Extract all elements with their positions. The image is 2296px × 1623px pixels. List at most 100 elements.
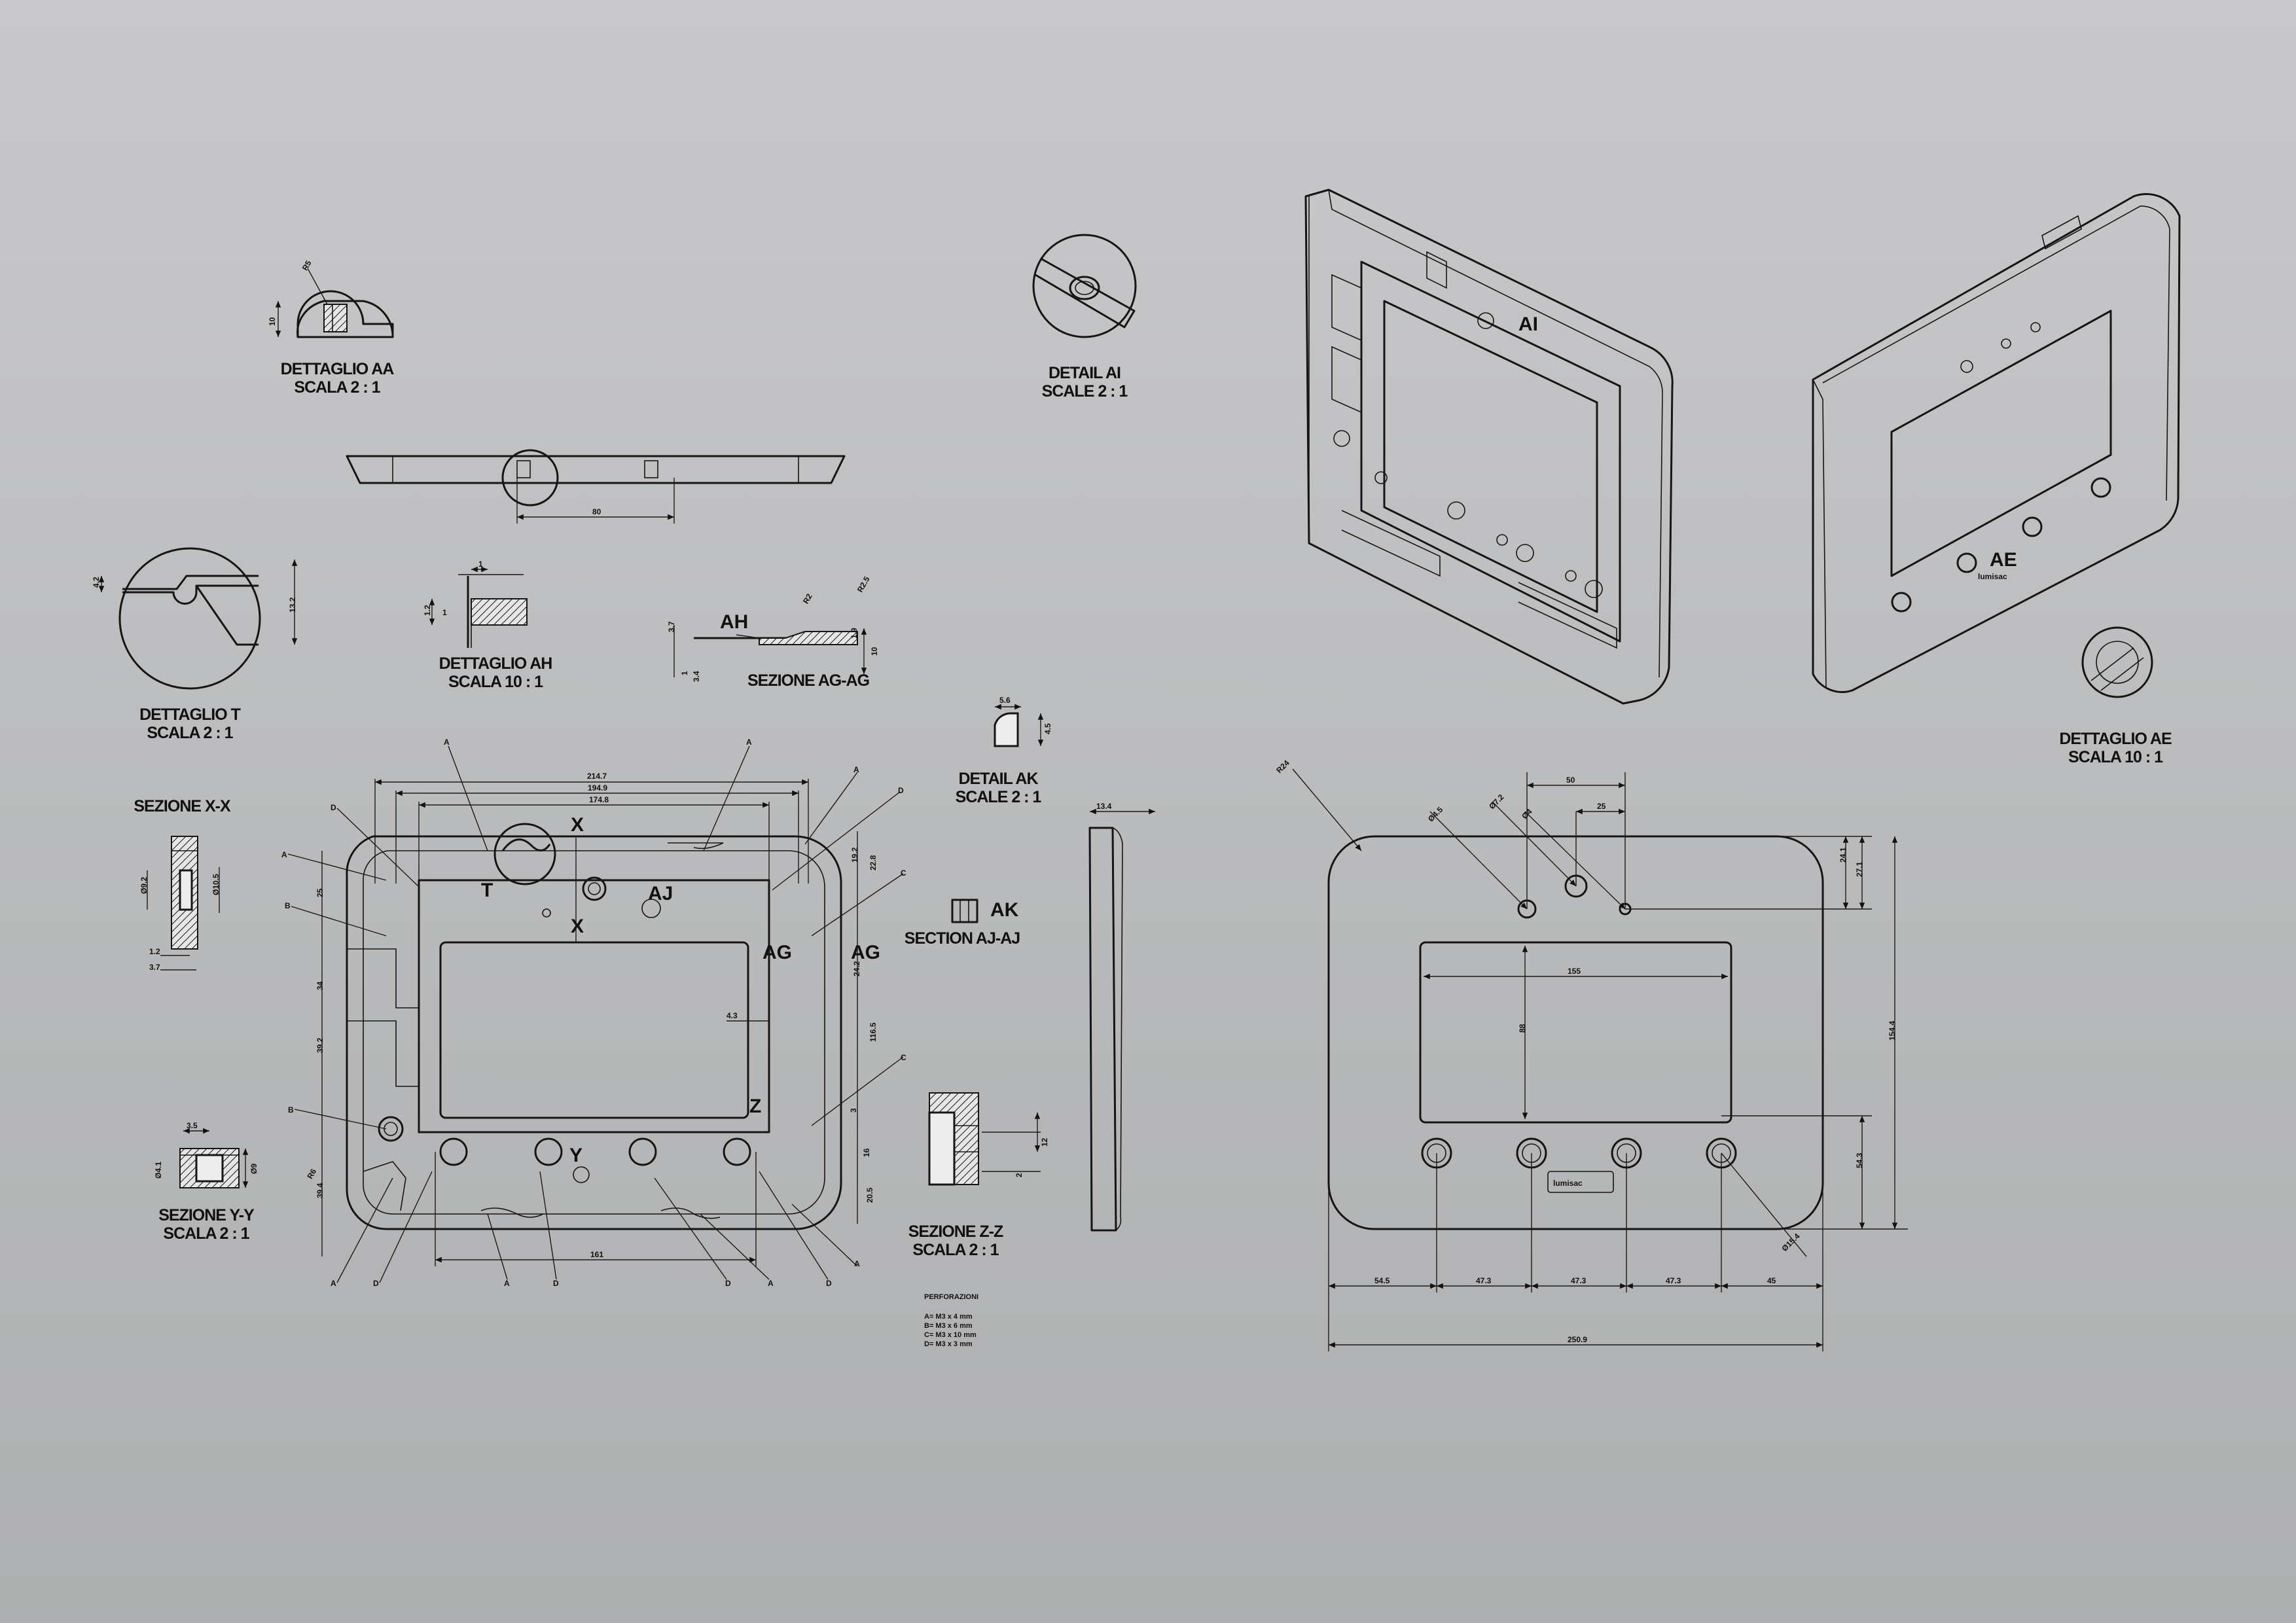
section-ag-d7: 1.9 xyxy=(850,628,859,639)
rear-label-ag-left: AG xyxy=(762,942,792,963)
front-dim-window-0: 155 xyxy=(1568,967,1581,976)
rear-dim-left-1: 34 xyxy=(315,981,325,990)
rear-label-a-3: A xyxy=(853,765,859,774)
rear-dim-left-3: 39.4 xyxy=(315,1183,325,1198)
rear-dim-bottom: 161 xyxy=(590,1250,603,1259)
detail-ah-dim-top: 1 xyxy=(478,560,483,569)
section-ag-ag: 3.7 1 3.4 R2 R2.5 10 1.9 AH SEZIONE AG-A… xyxy=(667,575,879,690)
rear-label-x-bottom: X xyxy=(571,916,584,937)
section-x-x: SEZIONE X-X Ø9.2 Ø10.5 1.2 3.7 xyxy=(134,797,232,972)
rear-dim-right-3: 116.5 xyxy=(869,1022,878,1042)
detail-aa-scale: SCALA 2 : 1 xyxy=(294,378,380,397)
rear-label-a-4: A xyxy=(281,850,287,859)
rear-dim-right-2: 24.2 xyxy=(852,961,861,976)
front-dim-right-0: 24.1 xyxy=(1839,847,1848,863)
edge-view-dim: 13.4 xyxy=(1096,802,1112,811)
front-dim-top-3: Ø7.2 xyxy=(1487,793,1506,812)
rear-label-a-5: A xyxy=(331,1279,336,1288)
perforations-title: PERFORAZIONI xyxy=(924,1293,978,1301)
section-yy-scale: SCALA 2 : 1 xyxy=(163,1224,249,1243)
detail-t-title: DETTAGLIO T xyxy=(139,705,241,724)
detail-aa-dim-r: R5 xyxy=(300,259,314,272)
rear-dim-inner: 4.3 xyxy=(726,1011,738,1020)
detail-ah-title: DETTAGLIO AH xyxy=(439,654,552,673)
rear-dim-top-0: 214.7 xyxy=(587,772,607,781)
edge-view: 13.4 xyxy=(1088,802,1155,1232)
detail-ah-scale: SCALA 10 : 1 xyxy=(448,673,543,691)
detail-ae-title: DETTAGLIO AE xyxy=(2059,730,2172,748)
front-dim-right-3: 54.3 xyxy=(1855,1152,1864,1168)
section-ag-d1: 3.7 xyxy=(667,621,676,632)
rear-label-a-6: A xyxy=(504,1279,510,1288)
section-ag-callout-ah: AH xyxy=(720,611,748,633)
detail-ai: DETAIL AI SCALE 2 : 1 xyxy=(1032,234,1137,401)
front-dim-window-1: 88 xyxy=(1518,1024,1527,1033)
rear-label-x-top: X xyxy=(571,814,584,836)
front-dim-bottom-1: 47.3 xyxy=(1476,1276,1492,1285)
detail-aa-title: DETTAGLIO AA xyxy=(281,360,395,378)
front-dim-bottom-0: 54.5 xyxy=(1374,1276,1390,1285)
rear-dim-top-1: 194.9 xyxy=(588,783,607,793)
rear-dim-right-4: 3 xyxy=(849,1108,858,1113)
detail-ah-dim-mid: 1 xyxy=(442,608,447,617)
perforations-note: PERFORAZIONI A= M3 x 4 mm B= M3 x 6 mm C… xyxy=(924,1293,978,1348)
rear-label-b-1: B xyxy=(285,901,291,910)
section-ag-title: SEZIONE AG-AG xyxy=(747,671,869,690)
iso-logo: lumisac xyxy=(1978,572,2007,581)
detail-ah: 1 1.2 1 DETTAGLIO AH SCALA 10 : 1 xyxy=(423,560,552,691)
front-dim-right-2: 154.4 xyxy=(1888,1021,1897,1041)
rear-label-z: Z xyxy=(749,1096,761,1117)
rear-label-aj: AJ xyxy=(648,883,673,904)
rear-label-d-3: D xyxy=(373,1279,379,1288)
section-z-z: 12 2 SEZIONE Z-Z SCALA 2 : 1 xyxy=(908,1092,1049,1259)
detail-ah-dim-left: 1.2 xyxy=(423,605,432,616)
section-zz-title: SEZIONE Z-Z xyxy=(908,1222,1003,1241)
detail-t-dim-left: 4.2 xyxy=(92,577,101,588)
section-xx-d2: Ø10.5 xyxy=(211,874,221,895)
front-logo: lumisac xyxy=(1553,1179,1583,1188)
front-dim-top-1: 25 xyxy=(1597,802,1606,811)
front-dim-hole: Ø15.4 xyxy=(1780,1232,1802,1253)
detail-t-scale: SCALA 2 : 1 xyxy=(147,724,233,742)
perforation-item: A= M3 x 4 mm xyxy=(924,1313,973,1321)
front-view: lumisac 50 25 Ø4.5 Ø7.2 Ø4 R24 155 88 24… xyxy=(1274,758,1908,1351)
rear-label-d-2: D xyxy=(331,803,336,812)
detail-ae: DETTAGLIO AE SCALA 10 : 1 xyxy=(2059,626,2172,766)
rear-label-d-1: D xyxy=(898,786,904,795)
front-dim-right-1: 27.1 xyxy=(1855,861,1864,877)
front-dim-bottom-2: 47.3 xyxy=(1571,1276,1587,1285)
section-ag-d3: 3.4 xyxy=(692,671,701,682)
section-xx-d4: 3.7 xyxy=(149,963,160,972)
rear-dim-right-5: 16 xyxy=(862,1148,871,1157)
section-zz-d2: 2 xyxy=(1014,1173,1024,1177)
section-ag-d2: 1 xyxy=(680,671,689,675)
isometric-front-view: AE lumisac xyxy=(1812,193,2181,693)
rear-dim-top-2: 174.8 xyxy=(589,795,609,804)
section-ag-d5: R2.5 xyxy=(855,575,872,594)
rear-label-t: T xyxy=(481,880,493,901)
section-ag-d6: 10 xyxy=(870,647,879,656)
rear-label-a-8: A xyxy=(854,1259,860,1268)
section-aj-title: SECTION AJ-AJ xyxy=(905,929,1020,948)
rear-view: 214.7 194.9 174.8 25 34 39.2 39.4 R6 19.… xyxy=(281,738,906,1288)
detail-aa: 10 R5 DETTAGLIO AA SCALA 2 : 1 xyxy=(268,259,395,397)
rear-label-d-4: D xyxy=(553,1279,559,1288)
rear-label-a-1: A xyxy=(444,738,450,747)
iso-callout-ae: AE xyxy=(1990,549,2017,571)
detail-ak: 5.6 4.5 DETAIL AK SCALE 2 : 1 xyxy=(956,696,1052,806)
rear-dim-right-1: 22.8 xyxy=(869,855,878,870)
section-xx-d3: 1.2 xyxy=(149,947,160,956)
rear-dim-left-0: 25 xyxy=(315,888,325,897)
iso-callout-ai: AI xyxy=(1518,313,1538,335)
isometric-rear-view: AI xyxy=(1304,188,1674,705)
rear-label-c-1: C xyxy=(901,868,906,878)
detail-ae-scale: SCALA 10 : 1 xyxy=(2068,748,2163,766)
section-xx-d1: Ø9.2 xyxy=(139,877,149,894)
perforation-item: D= M3 x 3 mm xyxy=(924,1340,973,1348)
side-view: 80 xyxy=(346,449,846,524)
section-yy-d2: Ø4.1 xyxy=(154,1162,163,1179)
rear-label-b-2: B xyxy=(288,1105,294,1115)
rear-label-a-2: A xyxy=(746,738,752,747)
detail-ai-title: DETAIL AI xyxy=(1049,364,1121,382)
